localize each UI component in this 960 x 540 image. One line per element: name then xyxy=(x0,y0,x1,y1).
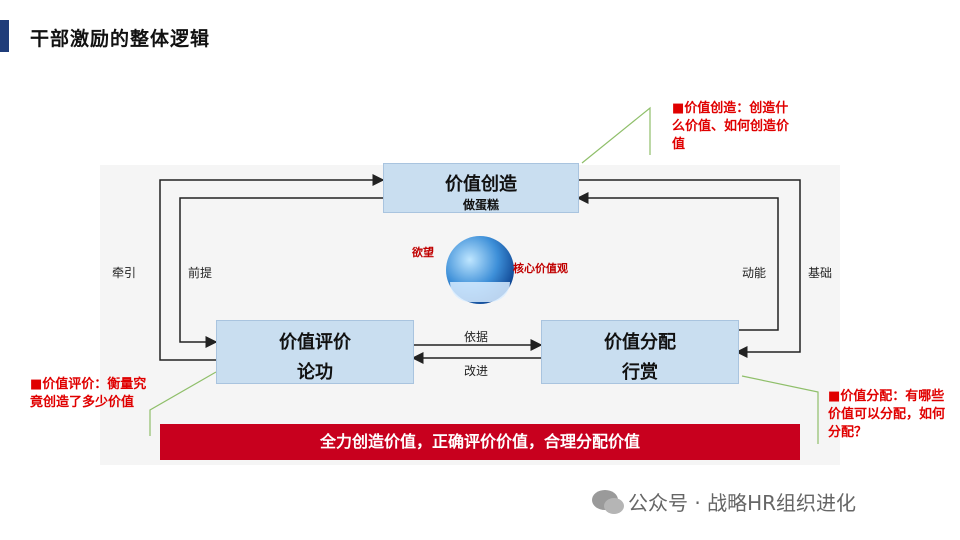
summary-banner: 全力创造价值，正确评价价值，合理分配价值 xyxy=(160,424,800,460)
label-improve: 改进 xyxy=(464,362,488,379)
core-values-label: 核心价值观 xyxy=(513,260,568,276)
value-distribution-subtitle: 行赏 xyxy=(542,358,738,384)
note-value-distribution: ■价值分配：有哪些价值可以分配，如何分配？ xyxy=(828,388,946,442)
value-creation-box: 价值创造 做蛋糕 xyxy=(383,163,579,213)
callout-line-create xyxy=(582,108,650,163)
label-pull: 牵引 xyxy=(112,264,136,281)
value-creation-title: 价值创造 xyxy=(384,170,578,196)
value-evaluation-subtitle: 论功 xyxy=(217,358,413,384)
value-distribution-title: 价值分配 xyxy=(542,328,738,354)
watermark-text: 公众号 · 战略HR组织进化 xyxy=(628,487,856,516)
value-creation-subtitle: 做蛋糕 xyxy=(384,196,578,213)
label-foundation: 基础 xyxy=(808,264,832,281)
desire-label: 欲望 xyxy=(412,244,434,260)
value-evaluation-box: 价值评价 论功 xyxy=(216,320,414,384)
value-evaluation-title: 价值评价 xyxy=(217,328,413,354)
label-drive: 动能 xyxy=(742,264,766,281)
label-premise: 前提 xyxy=(188,264,212,281)
note-value-evaluation: ■价值评价：衡量究竟创造了多少价值 xyxy=(30,376,148,412)
note-value-creation: ■价值创造：创造什么价值、如何创造价值 xyxy=(672,100,800,154)
value-distribution-box: 价值分配 行赏 xyxy=(541,320,739,384)
wechat-icon-bubble xyxy=(604,498,624,514)
label-basis: 依据 xyxy=(464,328,488,345)
